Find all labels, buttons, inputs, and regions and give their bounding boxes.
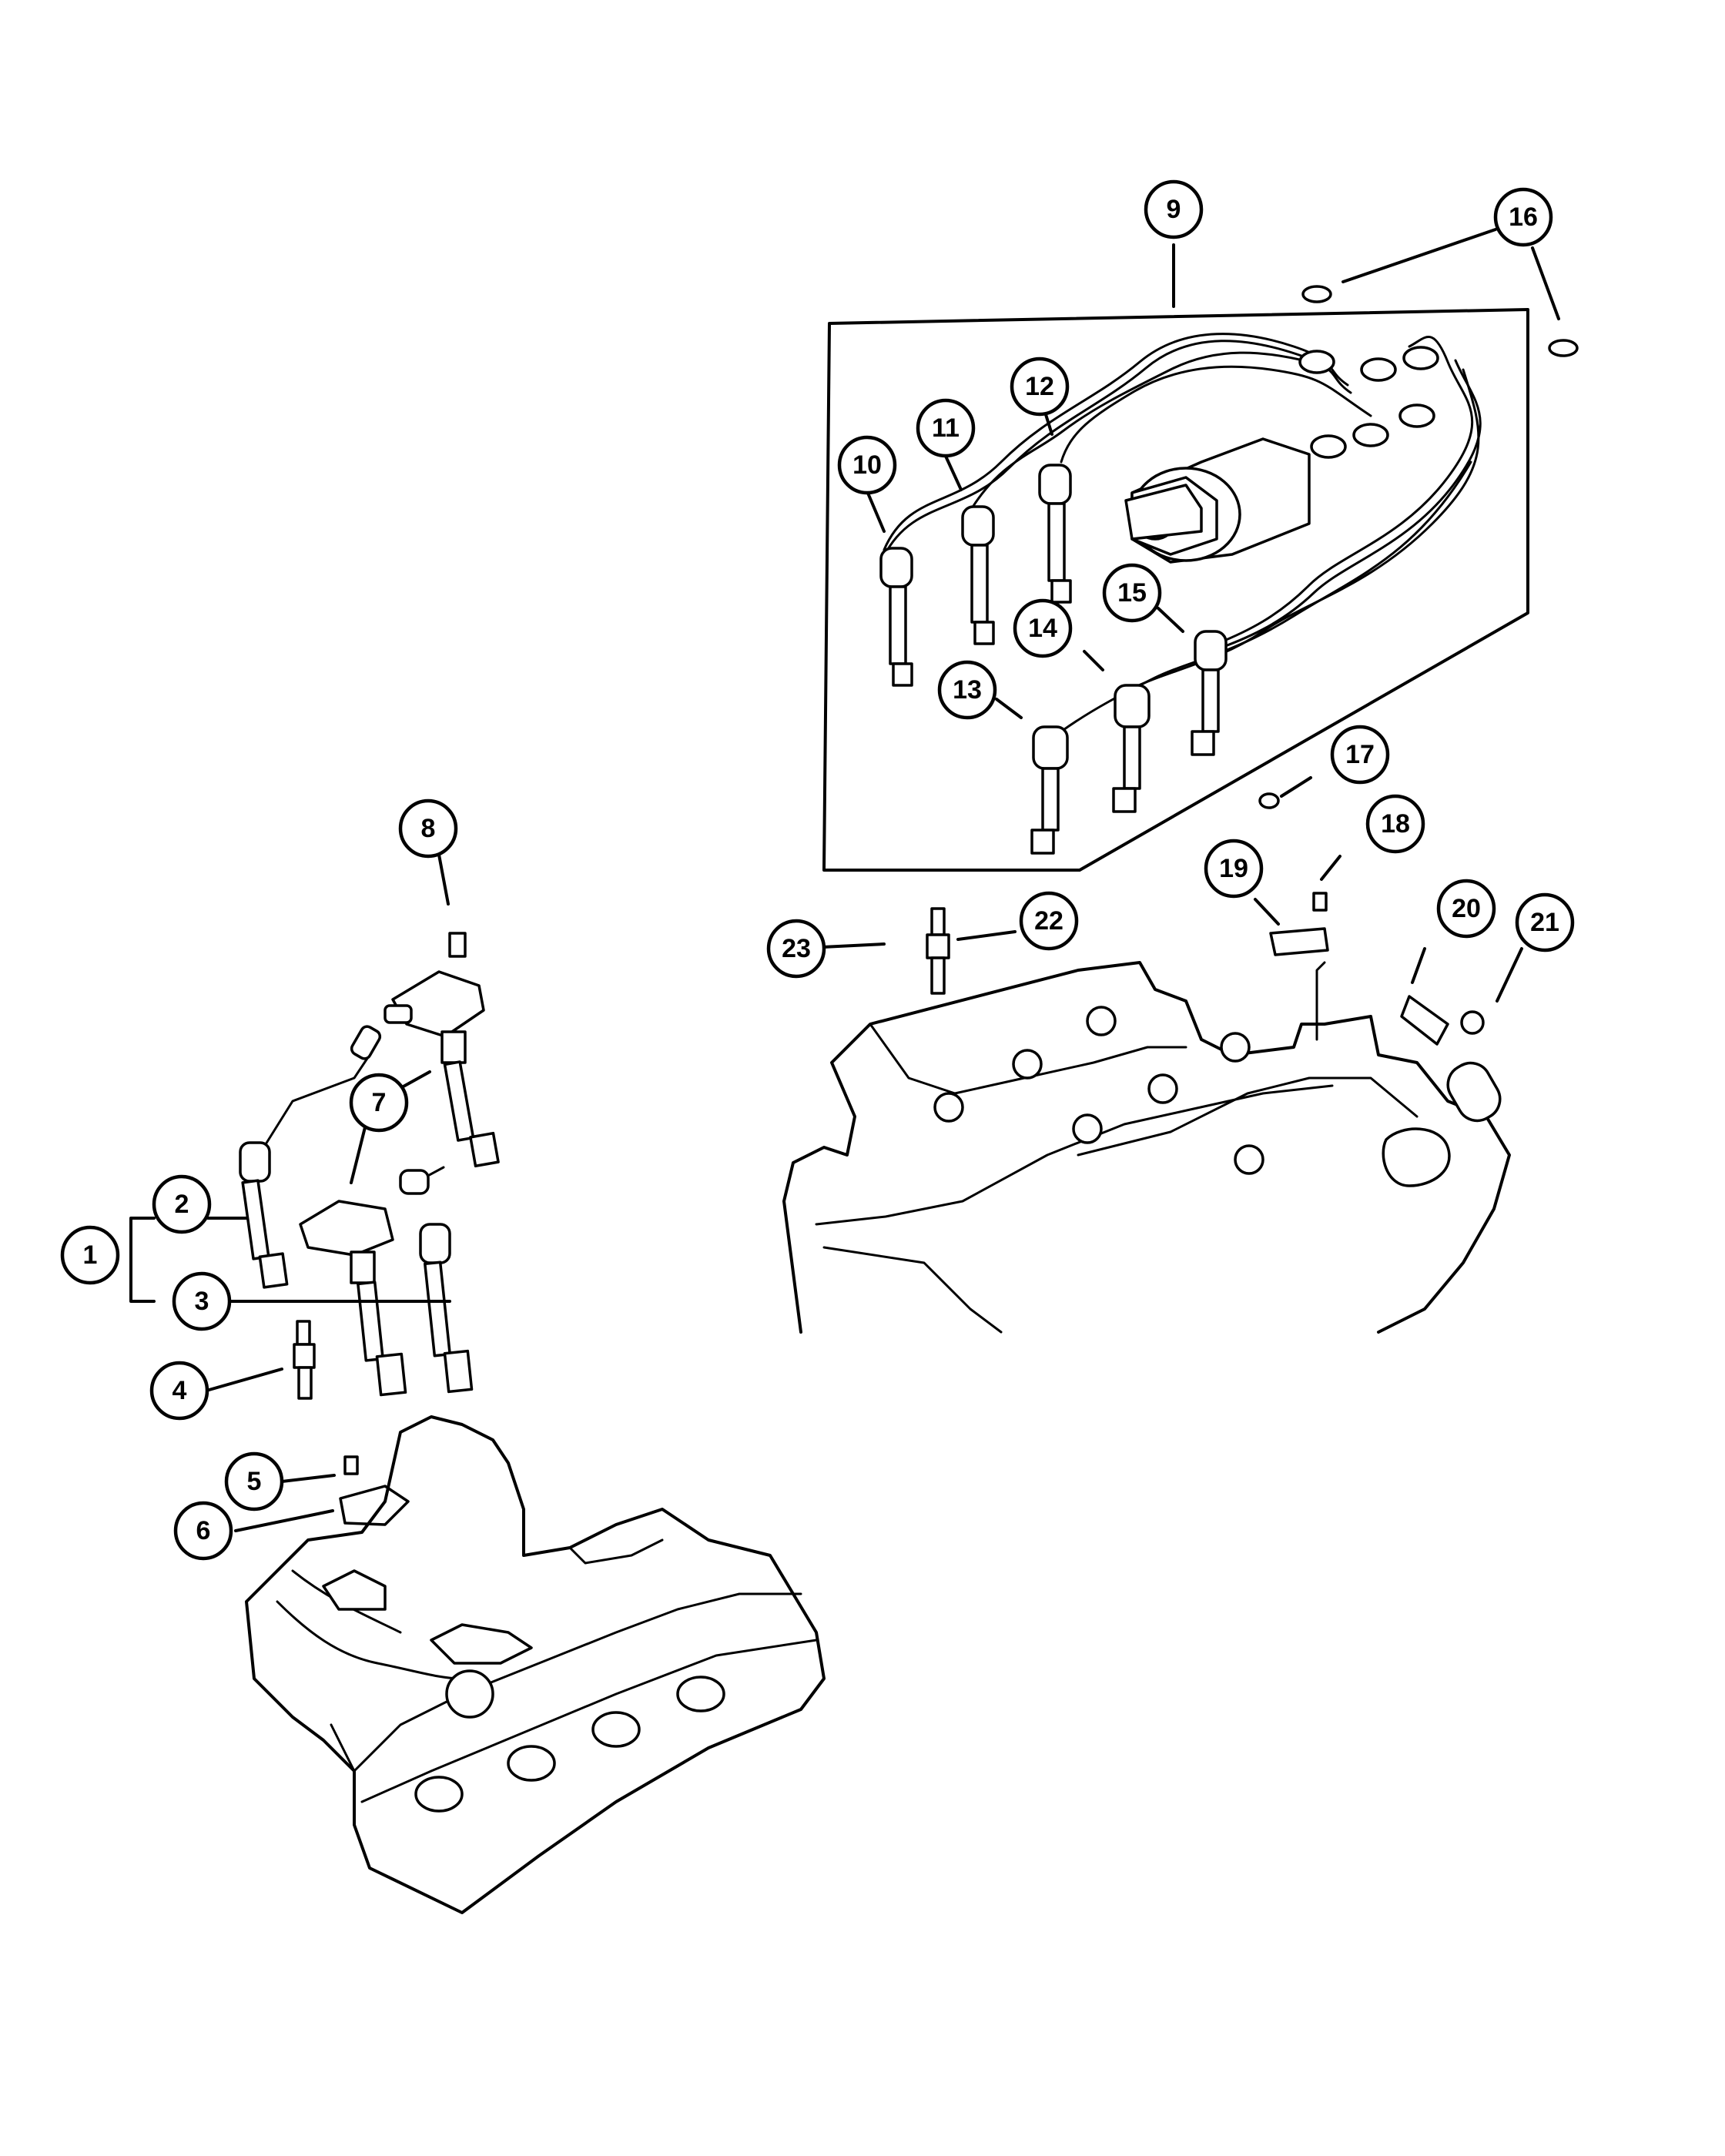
callout-9-label: 9	[1167, 195, 1181, 224]
callout-16-label: 16	[1509, 203, 1538, 232]
callout-7-label: 7	[372, 1088, 387, 1117]
callout-8-label: 8	[421, 814, 436, 843]
callout-2-label: 2	[175, 1190, 189, 1219]
callout-18-label: 18	[1381, 809, 1410, 839]
bracket-20	[1400, 995, 1449, 1046]
callout-14: 14	[1013, 598, 1073, 658]
callout-17-label: 17	[1345, 740, 1375, 769]
callout-20-label: 20	[1452, 894, 1481, 923]
callout-21-label: 21	[1530, 908, 1559, 937]
callout-19-label: 19	[1219, 854, 1248, 883]
callout-10-label: 10	[852, 450, 882, 480]
engine-left	[245, 1415, 826, 1914]
callout-15: 15	[1102, 563, 1162, 623]
callout-3-label: 3	[195, 1287, 209, 1316]
bolt-8	[448, 932, 467, 958]
distributor-terminals	[1298, 346, 1439, 459]
boot-15	[1191, 630, 1228, 756]
callout-15-label: 15	[1117, 578, 1147, 608]
callout-20: 20	[1436, 879, 1496, 939]
callout-11: 11	[916, 398, 976, 458]
callout-23-label: 23	[782, 934, 811, 963]
callout-6: 6	[173, 1501, 233, 1561]
ignition-wire-kit-box	[822, 308, 1529, 872]
callout-2: 2	[152, 1174, 212, 1234]
boot-12	[1038, 464, 1072, 604]
callout-6-label: 6	[196, 1516, 211, 1545]
engine-right	[782, 961, 1511, 1334]
sensor-6	[339, 1485, 410, 1526]
callout-23: 23	[766, 919, 826, 979]
clip-16b	[1548, 339, 1579, 357]
boot-14	[1112, 684, 1151, 813]
callout-14-label: 14	[1028, 614, 1057, 643]
callout-4: 4	[149, 1361, 209, 1421]
callout-10: 10	[837, 435, 897, 495]
ignition-coil-upper	[384, 970, 500, 1168]
callout-12-label: 12	[1025, 372, 1054, 401]
callout-21: 21	[1515, 892, 1575, 952]
callout-22-label: 22	[1034, 906, 1063, 936]
spark-plug-boots-kit	[879, 464, 1228, 855]
plug-wire-2	[239, 1025, 382, 1289]
distributor	[1124, 346, 1439, 564]
callout-4-label: 4	[172, 1376, 187, 1405]
callout-11-label: 11	[932, 413, 960, 443]
clip-16a	[1301, 285, 1332, 303]
bracket-19	[1269, 927, 1329, 956]
bolt-18	[1312, 892, 1328, 912]
spark-plug-4	[293, 1320, 316, 1400]
nut-21	[1460, 1010, 1485, 1035]
callout-8: 8	[398, 798, 458, 859]
spark-plug-22	[926, 907, 950, 995]
callout-1-label: 1	[83, 1240, 98, 1270]
plug-wire-3	[399, 1166, 474, 1394]
bolt-5	[343, 1455, 359, 1475]
callout-7: 7	[349, 1073, 409, 1133]
ignition-coil-lower	[299, 1200, 407, 1397]
callout-5: 5	[224, 1451, 284, 1512]
boot-11	[961, 505, 995, 645]
boot-13	[1030, 725, 1069, 855]
callout-13: 13	[937, 660, 997, 720]
callout-3: 3	[172, 1271, 232, 1331]
callout-17: 17	[1330, 725, 1390, 785]
callout-22: 22	[1019, 891, 1079, 951]
boot-10	[879, 547, 913, 687]
leader-lines	[129, 228, 1560, 1532]
callout-19: 19	[1204, 839, 1264, 899]
callout-12: 12	[1010, 357, 1070, 417]
callout-9: 9	[1144, 179, 1204, 239]
clip-17	[1258, 792, 1280, 809]
callout-5-label: 5	[247, 1467, 262, 1496]
callout-18: 18	[1365, 794, 1425, 854]
callout-16: 16	[1493, 187, 1553, 247]
callout-1: 1	[60, 1225, 120, 1285]
callout-13-label: 13	[953, 675, 982, 705]
